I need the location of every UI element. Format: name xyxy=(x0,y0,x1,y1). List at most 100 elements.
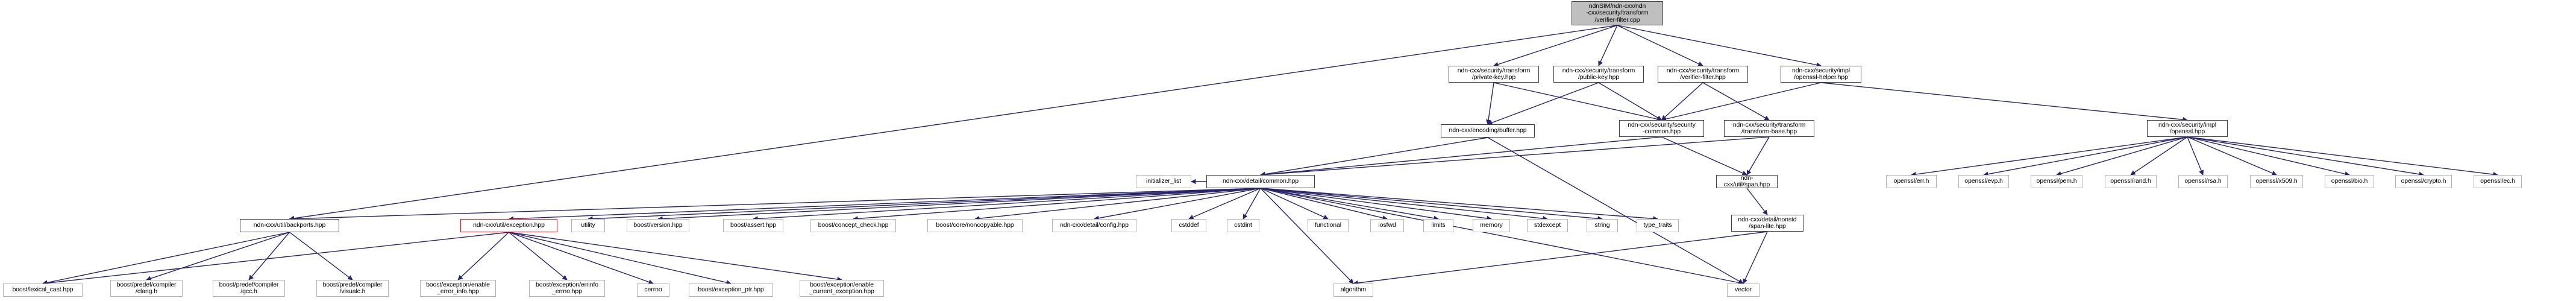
graph-edge xyxy=(1260,188,1744,285)
graph-edge xyxy=(289,188,1261,221)
graph-node-config[interactable]: ndn-cxx/detail/config.hpp xyxy=(1052,219,1136,232)
graph-edge xyxy=(1983,136,2188,177)
graph-edge xyxy=(1911,136,2188,177)
graph-edge xyxy=(1598,82,1662,121)
graph-node-ossl_bio[interactable]: openssl/bio.h xyxy=(2325,175,2374,188)
graph-node-string[interactable]: string xyxy=(1587,219,1618,232)
graph-edge xyxy=(1598,25,1618,66)
graph-node-exception_ptr[interactable]: boost/exception_ptr.hpp xyxy=(689,284,773,297)
graph-edge xyxy=(1260,188,1492,221)
graph-node-vector[interactable]: vector xyxy=(1727,284,1760,297)
graph-edge xyxy=(1661,136,1747,176)
graph-node-boost_noncopy[interactable]: boost/core/noncopyable.hpp xyxy=(927,219,1023,232)
graph-node-private_key[interactable]: ndn-cxx/security/transform /private-key.… xyxy=(1449,66,1539,83)
graph-edge xyxy=(1661,82,1703,121)
graph-node-exc_errinfo[interactable]: boost/exception/errinfo _errno.hpp xyxy=(529,280,605,297)
graph-node-exc_enable_ce[interactable]: boost/exception/enable _current_exceptio… xyxy=(800,280,884,297)
graph-edge xyxy=(509,232,568,280)
graph-node-ossl_rsa[interactable]: openssl/rsa.h xyxy=(2178,175,2228,188)
graph-edge xyxy=(1353,231,1768,286)
graph-node-public_key[interactable]: ndn-cxx/security/transform /public-key.h… xyxy=(1553,66,1644,83)
graph-edge xyxy=(1260,188,1354,284)
graph-node-security_common[interactable]: ndn-cxx/security/security -common.hpp xyxy=(1619,120,1704,137)
graph-node-iosfwd[interactable]: iosfwd xyxy=(1370,219,1404,232)
graph-node-ossl_pem[interactable]: openssl/pem.h xyxy=(2031,175,2082,188)
graph-edge xyxy=(1702,82,1770,121)
graph-edge xyxy=(1487,137,1744,284)
graph-node-memory[interactable]: memory xyxy=(1473,219,1510,232)
graph-edge xyxy=(1746,188,1768,215)
graph-node-cerrno[interactable]: cerrno xyxy=(637,284,669,297)
graph-edge xyxy=(289,25,1618,221)
graph-node-verifier_filter[interactable]: ndn-cxx/security/transform /verifier-fil… xyxy=(1658,66,1748,83)
graph-node-boost_concept[interactable]: boost/concept_check.hpp xyxy=(810,219,896,232)
graph-edge xyxy=(657,188,1261,221)
graph-node-cstdint[interactable]: cstdint xyxy=(1227,219,1259,232)
graph-edge xyxy=(509,232,654,285)
graph-node-functional[interactable]: functional xyxy=(1308,219,1349,232)
graph-node-ossl_ec[interactable]: openssl/ec.h xyxy=(2474,175,2522,188)
graph-edge xyxy=(1617,25,1822,68)
graph-edge xyxy=(753,188,1261,221)
graph-edge xyxy=(457,232,509,280)
graph-node-utility[interactable]: utility xyxy=(571,219,605,232)
graph-edge xyxy=(508,188,1261,221)
graph-node-lexical_cast[interactable]: boost/lexical_cast.hpp xyxy=(3,284,83,297)
graph-edge xyxy=(1661,82,1822,122)
graph-edge xyxy=(2056,136,2188,176)
graph-edge xyxy=(1094,188,1261,221)
graph-edge xyxy=(1260,188,1603,221)
graph-edge xyxy=(853,188,1261,221)
graph-edge xyxy=(1188,188,1261,220)
graph-edge xyxy=(1260,188,1388,221)
graph-node-common[interactable]: ndn-cxx/detail/common.hpp xyxy=(1206,175,1315,188)
graph-node-backports[interactable]: ndn-cxx/util/backports.hpp xyxy=(240,219,339,232)
graph-edge xyxy=(42,232,290,285)
graph-node-span[interactable]: ndn-cxx/util/span.hpp xyxy=(1716,174,1778,188)
graph-edge xyxy=(1617,25,1703,66)
graph-edge xyxy=(2187,136,2424,177)
graph-edge xyxy=(1487,82,1599,125)
graph-edge xyxy=(42,232,509,286)
graph-edge xyxy=(1743,231,1768,284)
graph-node-cstddef[interactable]: cstddef xyxy=(1171,219,1206,232)
graph-node-type_traits[interactable]: type_traits xyxy=(1637,219,1679,232)
graph-node-ossl_rand[interactable]: openssl/rand.h xyxy=(2105,175,2157,188)
graph-node-algorithm[interactable]: algorithm xyxy=(1333,284,1373,297)
graph-edge xyxy=(146,232,290,281)
graph-edge xyxy=(1260,136,1770,177)
graph-node-root[interactable]: ndnSIM/ndn-cxx/ndn -cxx/security/transfo… xyxy=(1572,1,1663,25)
graph-node-buffer[interactable]: ndn-cxx/encoding/buffer.hpp xyxy=(1441,124,1535,138)
graph-node-limits[interactable]: limits xyxy=(1423,219,1453,232)
graph-node-stdexcept[interactable]: stdexcept xyxy=(1527,219,1568,232)
graph-node-ossl_evp[interactable]: openssl/evp.h xyxy=(1958,175,2009,188)
graph-node-ossl_err[interactable]: openssl/err.h xyxy=(1886,175,1937,188)
graph-node-initializer_list[interactable]: initializer_list xyxy=(1136,175,1191,188)
graph-node-exception[interactable]: ndn-cxx/util/exception.hpp xyxy=(460,219,557,232)
graph-node-exc_enable_ei[interactable]: boost/exception/enable _error_info.hpp xyxy=(420,280,496,297)
graph-node-predef_clang[interactable]: boost/predef/compiler /clang.h xyxy=(110,280,183,297)
graph-node-boost_version[interactable]: boost/version.hpp xyxy=(627,219,689,232)
graph-edge xyxy=(1820,82,2188,122)
graph-edge xyxy=(1260,188,1439,221)
graph-node-boost_assert[interactable]: boost/assert.hpp xyxy=(723,219,783,232)
graph-node-openssl[interactable]: ndn-cxx/security/impl /openssl.hpp xyxy=(2147,120,2228,137)
graph-node-predef_gcc[interactable]: boost/predef/compiler /gcc.h xyxy=(213,280,285,297)
graph-node-ossl_x509[interactable]: openssl/x509.h xyxy=(2250,175,2303,188)
graph-edge xyxy=(2130,136,2188,176)
graph-edge xyxy=(974,188,1261,221)
graph-edge xyxy=(1746,136,1770,176)
graph-node-span_lite[interactable]: ndn-cxx/detail/nonstd /span-lite.hpp xyxy=(1731,215,1804,232)
graph-node-transform_base[interactable]: ndn-cxx/security/transform /transform-ba… xyxy=(1724,120,1814,137)
graph-edge xyxy=(2187,136,2350,177)
graph-node-openssl_helper[interactable]: ndn-cxx/security/impl /openssl-helper.hp… xyxy=(1781,66,1861,83)
graph-edge xyxy=(509,232,842,282)
graph-node-ossl_crypto[interactable]: openssl/crypto.h xyxy=(2395,175,2452,188)
graph-edge xyxy=(1260,188,1658,221)
graph-edge xyxy=(588,188,1261,221)
graph-edge xyxy=(509,232,732,285)
graph-edge xyxy=(1493,25,1618,67)
graph-node-predef_visualc[interactable]: boost/predef/compiler /visualc.h xyxy=(316,280,389,297)
